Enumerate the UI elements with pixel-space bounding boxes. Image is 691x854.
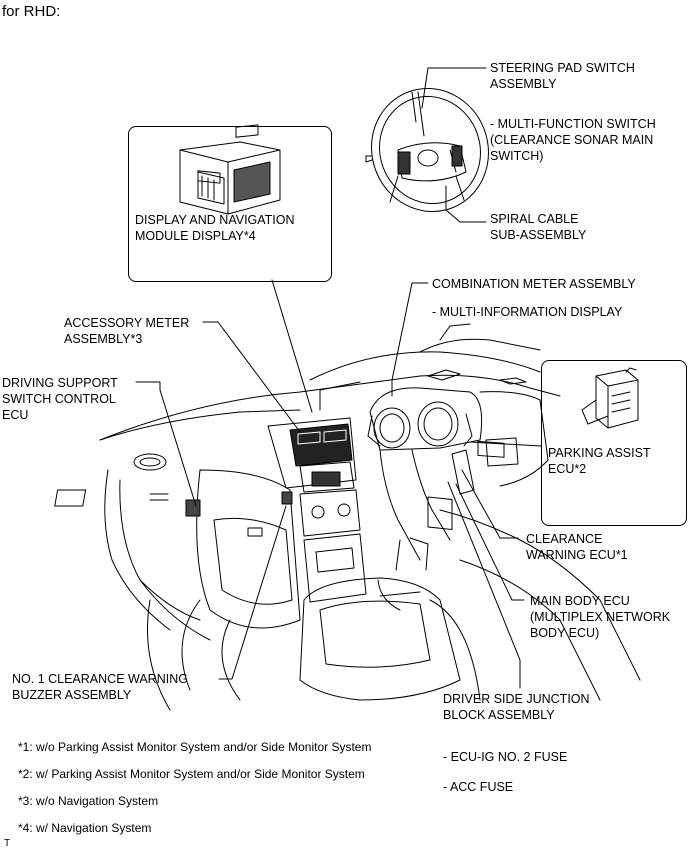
corner-mark: T	[4, 838, 11, 849]
parking-ecu-callout-box	[541, 360, 687, 526]
label-clearance-warning-buzzer: NO. 1 CLEARANCE WARNING BUZZER ASSEMBLY	[12, 672, 188, 702]
footnote-2: *2: w/ Parking Assist Monitor System and…	[18, 767, 365, 781]
label-ecu-ig-fuse: - ECU-IG NO. 2 FUSE	[443, 750, 568, 764]
label-acc-fuse: - ACC FUSE	[443, 780, 514, 794]
display-callout-box	[128, 126, 332, 282]
label-driver-side-junction-block: DRIVER SIDE JUNCTION BLOCK ASSEMBLY	[443, 692, 590, 722]
footnote-1: *1: w/o Parking Assist Monitor System an…	[18, 740, 372, 754]
label-combination-meter: COMBINATION METER ASSEMBLY	[432, 277, 636, 291]
dashboard-drawing	[54, 323, 641, 711]
display-module-drawing	[179, 124, 281, 215]
label-display-navigation-module: DISPLAY AND NAVIGATION MODULE DISPLAY*4	[135, 213, 295, 243]
header-title: for RHD:	[2, 3, 61, 20]
label-accessory-meter: ACCESSORY METER ASSEMBLY*3	[64, 316, 190, 346]
leader-lines	[135, 67, 542, 689]
footnote-4: *4: w/ Navigation System	[18, 821, 152, 835]
label-spiral-cable: SPIRAL CABLE SUB-ASSEMBLY	[490, 212, 587, 242]
label-steering-pad-switch: STEERING PAD SWITCH ASSEMBLY	[490, 61, 635, 91]
parking-ecu-drawing	[581, 367, 639, 429]
steering-wheel-drawing	[365, 87, 489, 213]
label-clearance-warning-ecu: CLEARANCE WARNING ECU*1	[526, 532, 628, 562]
label-parking-assist-ecu: PARKING ASSIST ECU*2	[548, 446, 651, 476]
label-driving-support-ecu: DRIVING SUPPORT SWITCH CONTROL ECU	[2, 376, 118, 422]
label-multi-function-switch: - MULTI-FUNCTION SWITCH (CLEARANCE SONAR…	[490, 117, 656, 163]
label-multi-information-display: - MULTI-INFORMATION DISPLAY	[432, 305, 623, 319]
label-main-body-ecu: MAIN BODY ECU (MULTIPLEX NETWORK BODY EC…	[530, 594, 671, 640]
footnote-3: *3: w/o Navigation System	[18, 794, 159, 808]
